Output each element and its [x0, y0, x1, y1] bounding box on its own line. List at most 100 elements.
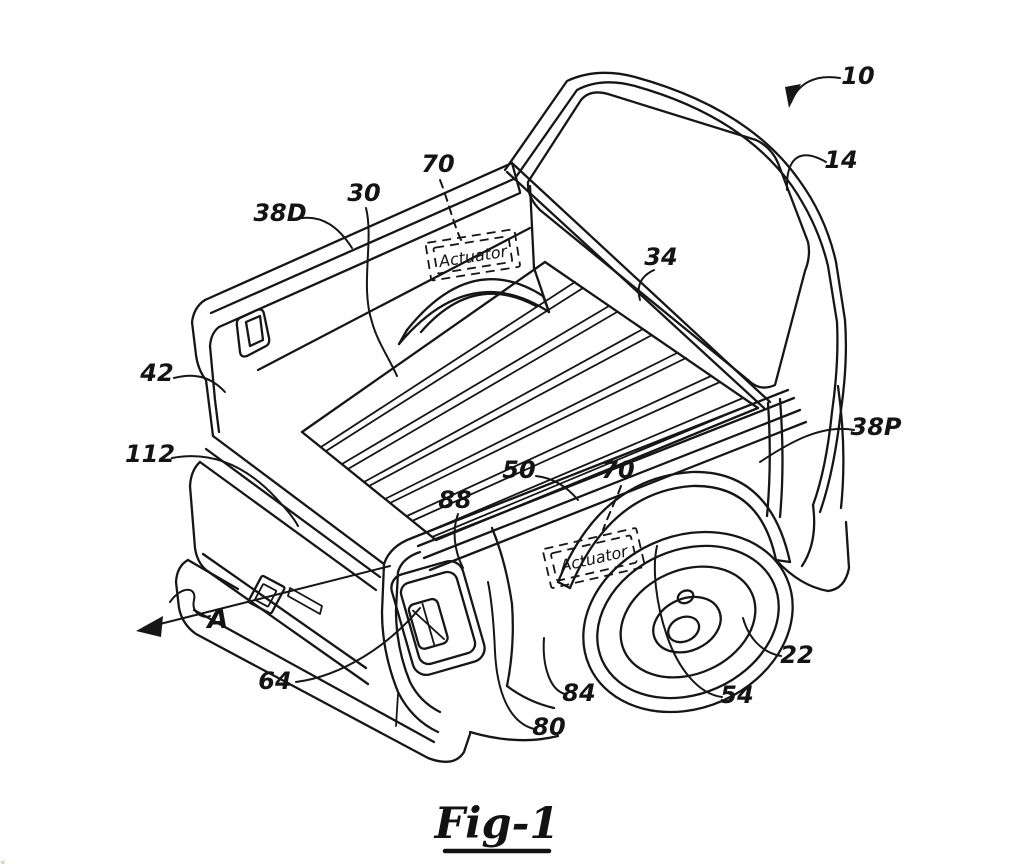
- leader-38p: [759, 427, 855, 463]
- leader-22: [742, 617, 782, 657]
- truck-cab: [503, 71, 848, 568]
- direction-arrow-a-curl: [169, 588, 211, 618]
- left-rail-endcap: [510, 161, 522, 194]
- floor-rib: [341, 305, 610, 465]
- label-64: 64: [258, 667, 291, 695]
- floor-rib: [389, 357, 687, 504]
- floor-rib: [363, 328, 644, 483]
- leader-34: [637, 269, 655, 301]
- front-actuator-box-inner: [432, 235, 514, 275]
- panel-behind-wheel: [774, 558, 830, 593]
- label-14: 14: [824, 146, 857, 174]
- cab-roof-outer: [503, 71, 848, 514]
- leader-14: [785, 154, 827, 191]
- label-direction-a: A: [206, 604, 229, 635]
- leader-70-front: [439, 179, 462, 241]
- label-38p: 38P: [851, 413, 902, 441]
- fender-arch-outer: [556, 470, 792, 584]
- label-112: 112: [125, 440, 175, 468]
- right-rail-line: [410, 388, 790, 540]
- label-88: 88: [438, 486, 471, 514]
- label-front-actuator: Actuator: [437, 241, 510, 271]
- bulkhead-end-edge: [528, 184, 536, 270]
- fender-arch-cap: [774, 558, 792, 564]
- rear-bumper: [174, 558, 472, 763]
- rear-wheel: [582, 530, 794, 714]
- tailgate-bottom-edge: [204, 568, 370, 686]
- bed-front-bulkhead: [397, 162, 772, 410]
- hitch-inner: [254, 583, 278, 608]
- tailgate-top-edge: [204, 447, 382, 579]
- truck-drawing: [174, 71, 851, 763]
- bulkhead-top-rail: [511, 162, 772, 404]
- side-panel-38p: [468, 470, 851, 742]
- leader-54: [653, 545, 723, 698]
- tailgate-left-edge: [188, 460, 208, 572]
- tailgate-top-edge: [198, 460, 378, 592]
- arrowhead-a: [136, 616, 163, 637]
- side-actuator-box-outer: [542, 527, 646, 589]
- bed-right-rail: [410, 388, 808, 572]
- figure-caption: Fig-1: [433, 799, 560, 854]
- taillight-outer: [390, 559, 486, 677]
- taillight-inner: [399, 570, 477, 666]
- label-50: 50: [502, 456, 535, 484]
- floor-rib: [320, 281, 576, 448]
- bulkhead-top-rail-inner: [505, 170, 766, 410]
- bed-left-sidewall: [190, 161, 532, 438]
- arrowheads: [136, 84, 801, 637]
- wheel-hump-cap: [397, 328, 409, 346]
- label-80: 80: [532, 713, 565, 741]
- leader-42: [173, 374, 226, 393]
- floor-left-edge: [300, 260, 547, 434]
- floor-rib: [325, 287, 584, 452]
- label-34: 34: [644, 243, 677, 271]
- left-rail-line: [209, 176, 518, 315]
- side-actuator-box-inner: [550, 534, 638, 582]
- label-side-actuator: Actuator: [557, 541, 630, 575]
- left-rail-line: [217, 191, 522, 329]
- sidewall-crease: [256, 226, 532, 372]
- leader-30: [365, 207, 398, 377]
- panel-bottom-front: [505, 684, 556, 710]
- cab-pillar-bottom-wrap: [800, 503, 816, 568]
- side-actuator-callout: [542, 527, 646, 589]
- leader-10: [790, 76, 841, 103]
- tailgate-inner-line: [201, 552, 368, 670]
- leader-88: [453, 513, 464, 569]
- wheel-hump-outer: [397, 291, 551, 346]
- arrowhead-10: [785, 84, 801, 108]
- bumper-seam: [395, 693, 399, 727]
- tailgate-top-edge: [211, 434, 386, 566]
- hub-center: [667, 615, 701, 644]
- rear-corner-post: [380, 536, 486, 734]
- floor-rib: [426, 397, 744, 533]
- stake-pocket-inner: [244, 314, 265, 348]
- front-actuator-callout: [424, 228, 521, 282]
- label-30: 30: [347, 179, 380, 207]
- bumper-outline: [174, 558, 472, 763]
- figure-caption-text: Fig-1: [433, 799, 560, 849]
- tire-inner: [596, 544, 780, 700]
- tire-outer: [582, 530, 794, 714]
- tailgate: [188, 434, 386, 686]
- quarter-panel-seam: [836, 384, 845, 510]
- cab-b-pillar-line: [778, 397, 784, 519]
- floor-rib: [411, 381, 721, 522]
- leader-38d: [301, 216, 353, 249]
- panel-rear-lower: [826, 520, 851, 593]
- label-38d: 38D: [253, 199, 306, 227]
- scan-artifact: «: [0, 858, 6, 866]
- label-22: 22: [780, 641, 813, 669]
- right-rail-line: [422, 408, 802, 560]
- leader-64: [295, 607, 421, 683]
- taillight: [390, 559, 486, 677]
- leader-lines: [151, 76, 855, 730]
- corner-post-outer: [380, 536, 440, 734]
- floor-rib: [384, 352, 678, 500]
- valve-detail: [676, 589, 695, 605]
- cab-rear-window: [526, 91, 811, 389]
- left-corner-inner: [208, 325, 221, 434]
- cab-b-pillar-line: [765, 401, 771, 518]
